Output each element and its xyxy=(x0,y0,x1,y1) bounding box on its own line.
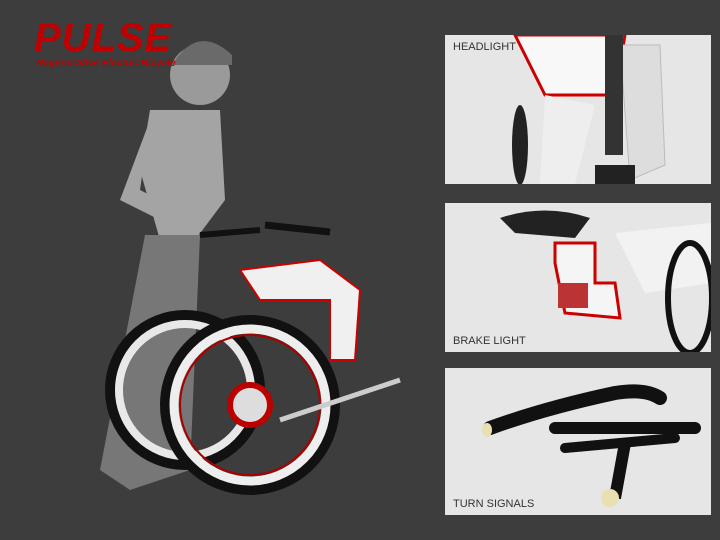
brand-title: PULSE xyxy=(34,16,173,60)
panel-label: BRAKE LIGHT xyxy=(453,335,526,347)
brand-subtitle: Regenerative Electric Bicycle xyxy=(36,58,176,69)
panel-headlight: HEADLIGHT xyxy=(445,35,711,184)
panel-label: TURN SIGNALS xyxy=(453,498,535,510)
panel-brake-light: BRAKE LIGHT xyxy=(445,203,711,352)
bicycle xyxy=(105,221,401,495)
hero-illustration xyxy=(100,41,401,495)
turn-signals-image xyxy=(482,384,701,507)
headlight-image xyxy=(512,35,666,184)
brake-light-image xyxy=(500,210,711,352)
panel-turn-signals: TURN SIGNALS xyxy=(445,368,711,515)
panel-label: HEADLIGHT xyxy=(453,41,516,53)
